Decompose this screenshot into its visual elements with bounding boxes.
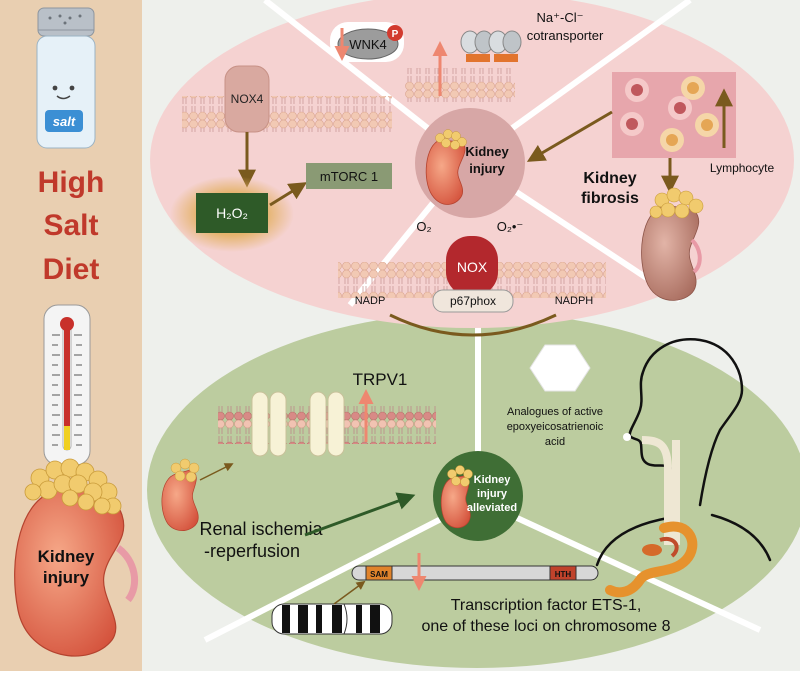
- lymphocyte-label: Lymphocyte: [710, 161, 775, 175]
- alleviated-label-line3: alleviated: [467, 502, 517, 514]
- analogue-label-line3: acid: [545, 436, 565, 448]
- lymphocyte-to-injury-arrow: [526, 110, 613, 162]
- salt-label: salt: [53, 114, 76, 129]
- sam-label: SAM: [370, 570, 388, 579]
- ischemia-to-alleviated-arrow: [304, 492, 416, 537]
- kidney-injury-center-line1: Kidney: [465, 144, 509, 159]
- thermometer-icon: [43, 304, 91, 466]
- analogue-label-line2: epoxyeicosatrienoic: [507, 421, 604, 433]
- wnk4-node: [330, 22, 404, 62]
- kidney-injury-center-line2: injury: [469, 161, 505, 176]
- small-kidney-icon: [425, 129, 467, 205]
- chromosome-to-gene-arrow: [333, 580, 366, 605]
- lymphocyte-cells: [620, 76, 719, 152]
- alleviated-label-line2: injury: [477, 488, 508, 500]
- nox4-membrane: [182, 96, 392, 132]
- mtorc-node: [306, 163, 392, 189]
- title-high: High: [38, 166, 105, 199]
- nox-node: [446, 236, 498, 296]
- ets1-label-line1: Transcription factor ETS-1,: [451, 597, 642, 614]
- h2o2-to-mtorc-arrow: [269, 182, 308, 207]
- trpv1-membrane: [218, 404, 436, 444]
- cotransporter-label-line2: cotransporter: [527, 28, 604, 43]
- title-salt: Salt: [43, 209, 98, 242]
- o2-label: O₂: [416, 219, 431, 234]
- cotransporter-label-line1: Na⁺-Cl⁻: [537, 10, 584, 25]
- ischemic-kidney-icon: [161, 458, 200, 531]
- ischemia-label-line2: -reperfusion: [204, 541, 300, 561]
- fibrotic-kidney-icon: [641, 187, 704, 301]
- digestive-organ-icon: [605, 521, 698, 598]
- wnk4-label: WNK4: [349, 37, 387, 52]
- kidney-injury-label-line2: injury: [43, 568, 90, 587]
- trpv1-channel-icon: [251, 391, 345, 457]
- nadp-label: NADP: [355, 295, 386, 307]
- chromosome-icon: [271, 603, 393, 635]
- cotransporter-icon: [460, 30, 522, 62]
- kidney-fibrosis-label-line1: Kidney: [583, 170, 636, 187]
- salt-shaker-icon: [36, 7, 96, 149]
- nox4-label: NOX4: [231, 92, 264, 106]
- ischemia-to-membrane-arrow: [199, 463, 234, 481]
- nox-label: NOX: [457, 259, 488, 275]
- nadph-label: NADPH: [555, 295, 594, 307]
- h2o2-label: H₂O₂: [216, 205, 248, 221]
- top-membrane: [405, 68, 515, 102]
- ischemia-label-line1: Renal ischemia: [199, 519, 323, 539]
- phospho-label: P: [392, 29, 399, 40]
- alleviated-label-line1: Kidney: [474, 474, 512, 486]
- kidney-fibrosis-label-line2: fibrosis: [581, 190, 639, 207]
- hth-label: HTH: [555, 570, 572, 579]
- superoxide-label: O₂•⁻: [497, 219, 524, 234]
- h2o2-node: [196, 193, 268, 233]
- trpv1-label: TRPV1: [353, 370, 408, 389]
- hexagon-molecule-icon: [529, 344, 591, 392]
- p67phox-label: p67phox: [450, 294, 496, 308]
- ets1-label-line2: one of these loci on chromosome 8: [421, 618, 670, 635]
- title-diet: Diet: [43, 253, 100, 286]
- mouth-point: [623, 433, 631, 441]
- human-silhouette-icon: [595, 338, 772, 567]
- alleviated-kidney-icon: [440, 465, 473, 529]
- kidney-injury-icon: [14, 458, 139, 657]
- nadp-cycle-arc: [389, 313, 557, 337]
- mtorc-label: mTORC 1: [320, 169, 378, 184]
- p67phox-node: [432, 289, 514, 313]
- kidney-injury-label-line1: Kidney: [38, 547, 95, 566]
- analogue-label-line1: Analogues of active: [507, 406, 603, 418]
